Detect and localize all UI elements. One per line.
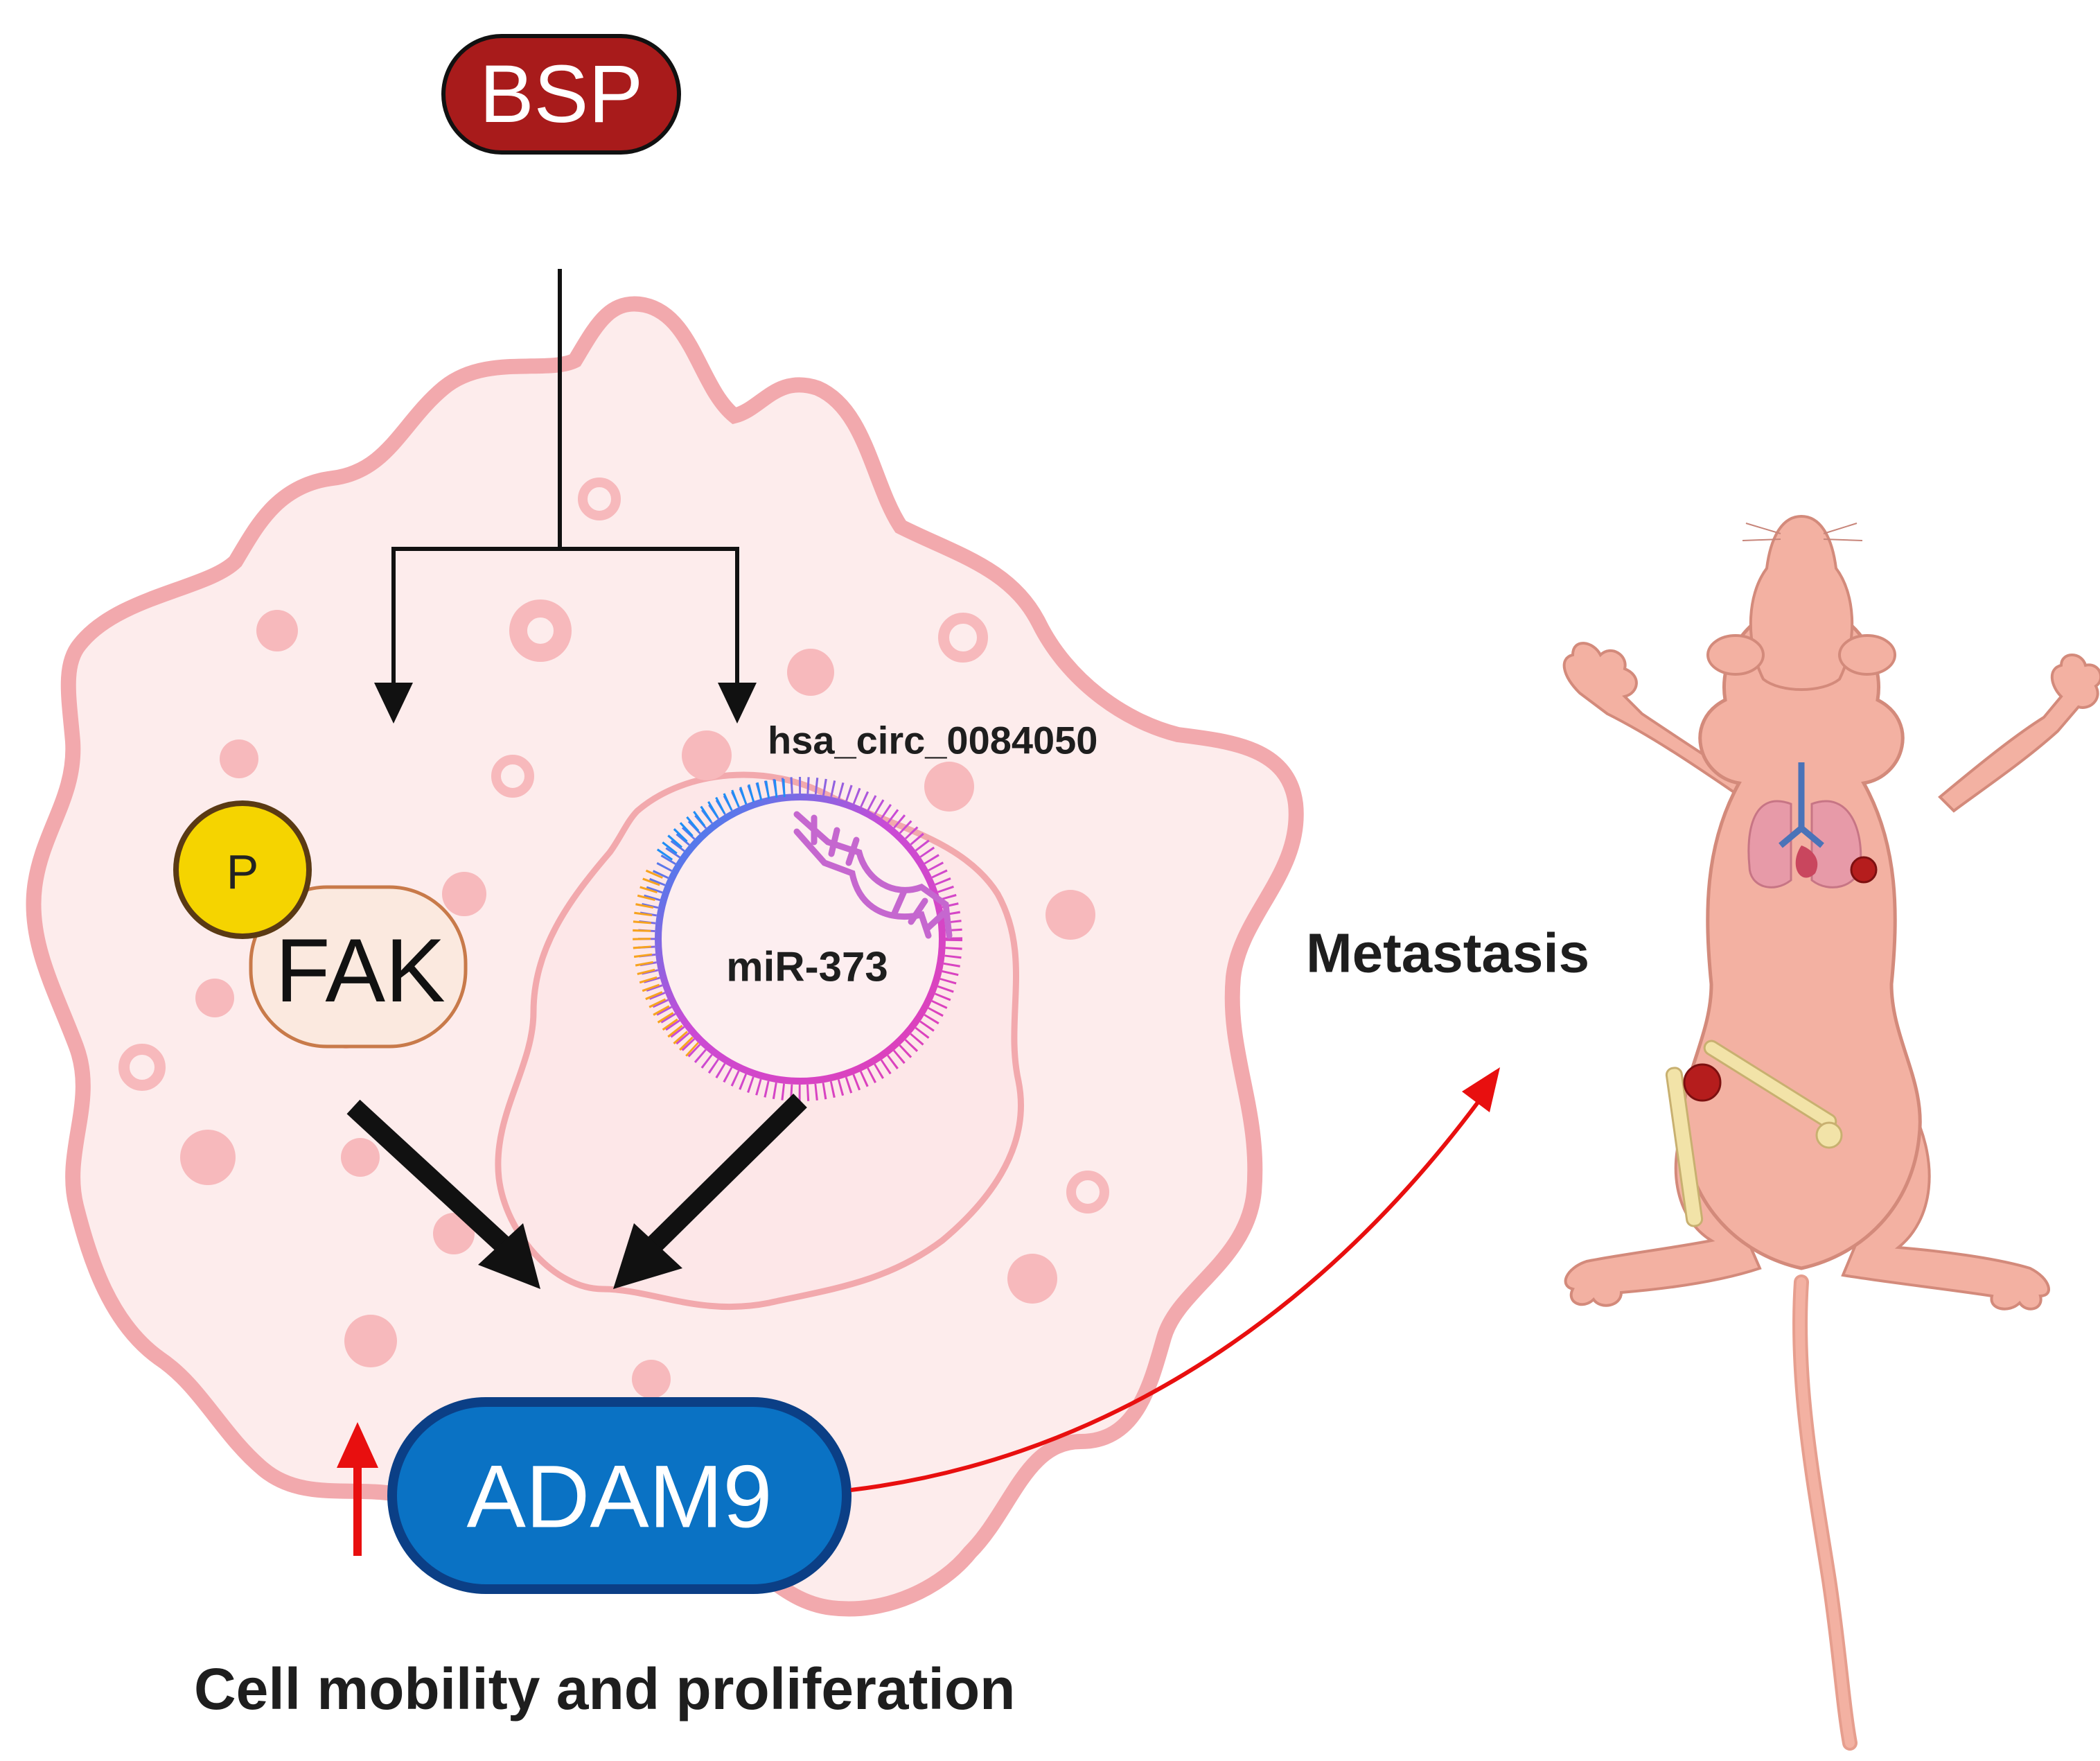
mouse-right-ear <box>1838 634 1896 676</box>
mouse-body <box>1681 601 1922 1270</box>
metastasis-label: Metastasis <box>1306 922 1589 984</box>
upregulation-arrow <box>337 1422 378 1556</box>
adam9-node: ADAM9 <box>387 1397 852 1594</box>
bone-icon <box>1665 1040 1843 1227</box>
bone-tumor-icon <box>1683 1063 1722 1102</box>
nude-mouse-icon <box>1562 514 2100 1751</box>
phospho-group: P <box>173 800 312 939</box>
mouse-left-ear <box>1706 634 1765 676</box>
tumor-icon <box>1850 856 1878 884</box>
outcome-label: Cell mobility and proliferation <box>194 1656 1015 1721</box>
bsp-branch-arrows <box>391 269 739 693</box>
arrowhead-circrna <box>718 683 757 724</box>
branch-to-circrna <box>560 547 739 693</box>
bsp-node: BSP <box>441 34 681 155</box>
lung-icon <box>1747 762 1862 888</box>
branch-to-fak <box>391 547 560 693</box>
fak-node: FAK <box>249 885 468 1049</box>
metastasis-arrow <box>850 1067 1500 1492</box>
circrna-label: hsa_circ_0084050 <box>768 719 1097 762</box>
mirna-label: miR-373 <box>726 944 888 990</box>
arrow-mirna-to-adam9 <box>648 1094 807 1251</box>
mouse-whiskers <box>1742 523 1863 541</box>
mirna-hairpin-icon <box>793 811 953 939</box>
phospho-label: P <box>227 845 259 899</box>
arrow-fak-to-adam9 <box>346 1099 509 1252</box>
converging-arrows <box>346 1094 807 1289</box>
mouse-right-arm <box>1938 654 2100 813</box>
bsp-label: BSP <box>479 49 643 140</box>
circular-rna-icon: miR-373 <box>633 777 962 1101</box>
arrowhead-fak <box>374 683 413 724</box>
fak-label: FAK <box>275 920 445 1021</box>
mouse-head <box>1749 514 1854 691</box>
adam9-label: ADAM9 <box>467 1448 773 1547</box>
